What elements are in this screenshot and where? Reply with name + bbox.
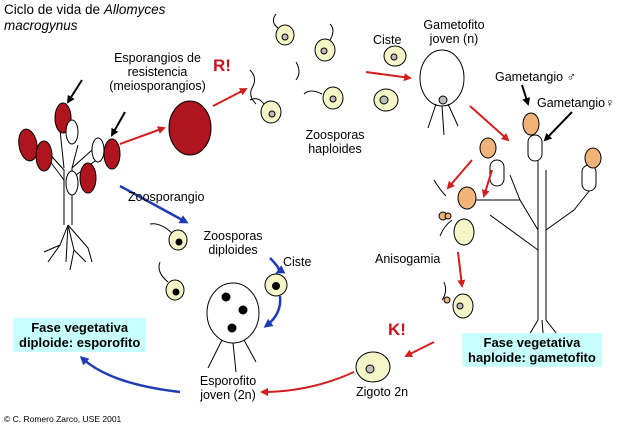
title-species-genus: Allomyces <box>103 2 166 17</box>
resistance-sporangia-cluster <box>18 102 121 194</box>
label-line: resistencia <box>127 65 188 79</box>
title-text: Ciclo de vida de <box>4 2 104 17</box>
diploid-cyst <box>264 273 288 297</box>
pointer-arrows-gametangia <box>521 84 573 142</box>
label-diploid-zoospores: Zoosporas diploides <box>193 229 273 257</box>
zoospore-haploid <box>303 86 344 110</box>
copyright-notice: © C. Romero Zarco, USE 2001 <box>4 414 122 424</box>
sporophyte-rhizoids <box>43 224 93 271</box>
title-species-epithet: macrogynus <box>4 18 78 33</box>
phase-box-diploid: Fase vegetativa diploide: esporofito <box>13 318 147 352</box>
young-sporophyte <box>206 282 260 373</box>
gametophyte-plant <box>465 112 602 361</box>
label-line: Esporofito <box>199 374 257 388</box>
phase-box-haploid: Fase vegetativa haploide: gametofito <box>462 333 602 367</box>
label-cyst-diploid: Ciste <box>283 255 312 269</box>
young-gametophyte <box>419 49 465 136</box>
sporophyte-plant <box>18 102 121 271</box>
anisogametes <box>433 179 477 301</box>
phase-line: diploide: esporofito <box>19 335 141 350</box>
label-resistance-sporangia: Esporangios de resistencia (meiosporangi… <box>95 51 220 93</box>
label-line: diploides <box>208 243 258 257</box>
female-gametangia <box>489 134 597 192</box>
label-cyst-haploid: Ciste <box>373 33 402 47</box>
label-line: Zoosporas <box>305 128 365 142</box>
diagram-title: Ciclo de vida de Allomyces macrogynus <box>4 2 165 34</box>
label-anisogamy: Anisogamia <box>375 252 441 266</box>
pointer-arrows-sporangia <box>66 79 126 137</box>
label-line: joven (n) <box>429 32 479 46</box>
zoospore-diploid <box>158 261 185 301</box>
label-young-sporophyte: Esporofito joven (2n) <box>188 374 268 402</box>
zoospore-diploid <box>149 223 188 251</box>
label-line: (meiosporangios) <box>109 79 206 93</box>
haploid-zoospores <box>249 13 344 124</box>
phase-line: Fase vegetativa <box>31 320 129 335</box>
big-resistance-sporangium <box>168 100 212 156</box>
cycle-arrows-blue <box>79 184 286 394</box>
label-zygote: Zigoto 2n <box>356 385 409 399</box>
zoosporangia-cluster <box>65 119 105 196</box>
label-female-gametangium: Gametangio♀ <box>537 96 615 110</box>
zygote <box>355 351 391 383</box>
phase-line: Fase vegetativa <box>483 335 581 350</box>
label-young-gametophyte: Gametofito joven (n) <box>414 18 494 46</box>
male-gametangia <box>479 112 602 169</box>
cycle-arrows-red <box>119 71 510 396</box>
zoospore-haploid <box>314 23 336 62</box>
label-line: joven (2n) <box>200 388 256 402</box>
meiosis-mark: R! <box>213 56 231 75</box>
label-line: Gametofito <box>423 18 485 32</box>
phase-line: haploide: gametofito <box>468 350 596 365</box>
gametophyte-stalk <box>465 160 591 320</box>
label-line: haploides <box>308 142 362 156</box>
haploid-cysts <box>373 45 407 112</box>
karyogamy-mark: K! <box>388 320 406 339</box>
label-line: Zoosporas <box>203 229 263 243</box>
label-haploid-zoospores: Zoosporas haploides <box>300 128 370 156</box>
label-male-gametangium: Gametangio ♂ <box>495 70 576 84</box>
diploid-zoospores <box>149 223 188 301</box>
zoospore-haploid <box>272 13 295 46</box>
zoospore-haploid <box>249 98 282 124</box>
label-line: Esporangios de <box>114 51 201 65</box>
anisogamy-cells <box>443 293 474 319</box>
label-zoosporangium: Zoosporangio <box>128 190 205 204</box>
